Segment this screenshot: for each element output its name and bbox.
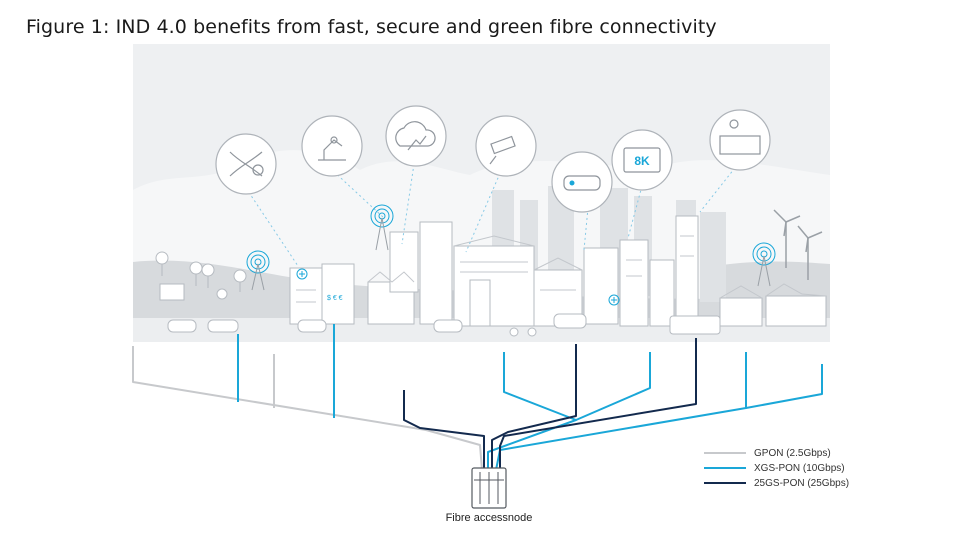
8k-screen-label: 8K: [634, 154, 650, 168]
legend-label-gpon: GPON (2.5Gbps): [754, 448, 831, 459]
robot-arm-icon: [301, 115, 363, 177]
access-node-label: Fibre accessnode: [446, 512, 533, 524]
8k-tv-icon: [611, 129, 673, 191]
cloud-icon: [385, 105, 447, 167]
fibre-access-node: [471, 467, 507, 509]
trees: [155, 251, 247, 300]
vehicles: [167, 313, 721, 337]
wind-turbine-icon: [773, 209, 823, 280]
telemedicine-icon: [709, 109, 771, 171]
fibre-lines: [132, 324, 823, 471]
legend-label-xgs-pon: XGS-PON (10Gbps): [754, 463, 845, 474]
security-camera-icon: [475, 115, 537, 177]
store-sign: $ € €: [327, 295, 343, 302]
figure-title: Figure 1: IND 4.0 benefits from fast, se…: [26, 16, 717, 38]
gpon-line: [132, 346, 483, 471]
25gs-pon-line: [403, 390, 485, 470]
legend: GPON (2.5Gbps) XGS-PON (10Gbps) 25GS-PON…: [704, 448, 849, 489]
vr-headset-icon: [551, 151, 613, 213]
legend-label-25gs-pon: 25GS-PON (25Gbps): [754, 478, 849, 489]
